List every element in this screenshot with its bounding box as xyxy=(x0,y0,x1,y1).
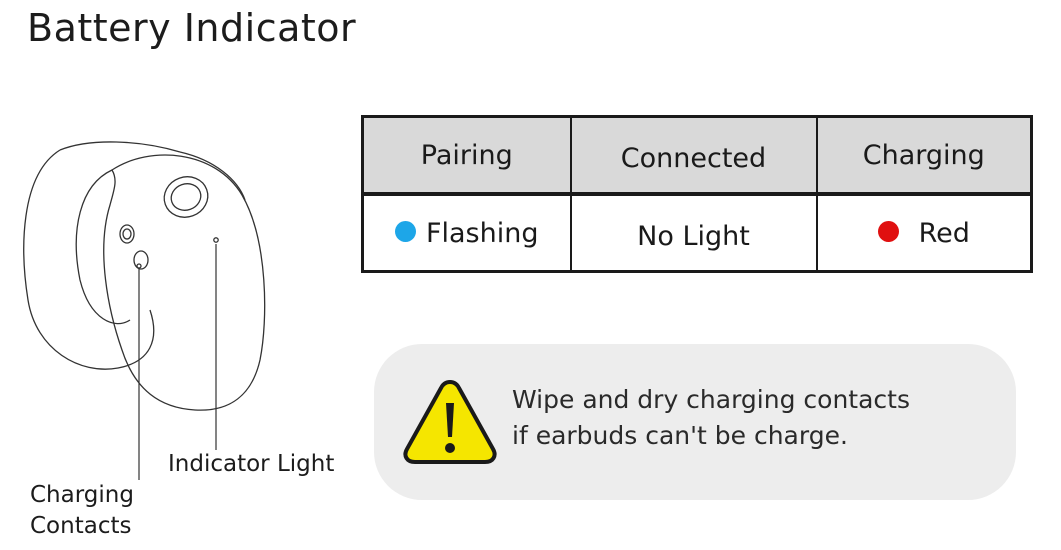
red-dot-icon xyxy=(877,220,899,242)
table-row: Flashing No Light Red xyxy=(361,193,1033,273)
cell-charging: Red xyxy=(815,193,1033,273)
indicator-light-label: Indicator Light xyxy=(168,451,335,477)
battery-status-table: Pairing Connected Charging Flashing No L… xyxy=(361,115,1033,273)
header-charging: Charging xyxy=(815,115,1033,196)
cell-connected: No Light xyxy=(569,193,818,273)
table-header-row: Pairing Connected Charging xyxy=(361,115,1033,196)
charging-contacts-label: Charging Contacts xyxy=(30,482,134,539)
cell-pairing-text: Flashing xyxy=(425,217,539,249)
earbud-illustration xyxy=(23,141,266,480)
page-title: Battery Indicator xyxy=(27,6,357,50)
notice-text: Wipe and dry charging contacts if earbud… xyxy=(512,385,910,450)
warning-icon xyxy=(403,380,497,464)
header-connected: Connected xyxy=(569,115,818,196)
cell-charging-text: Red xyxy=(918,217,970,249)
blue-dot-icon xyxy=(394,220,416,242)
cell-pairing: Flashing xyxy=(361,193,572,273)
cell-connected-text: No Light xyxy=(637,220,750,252)
header-pairing: Pairing xyxy=(361,115,572,196)
notice-box: Wipe and dry charging contacts if earbud… xyxy=(374,344,1016,500)
